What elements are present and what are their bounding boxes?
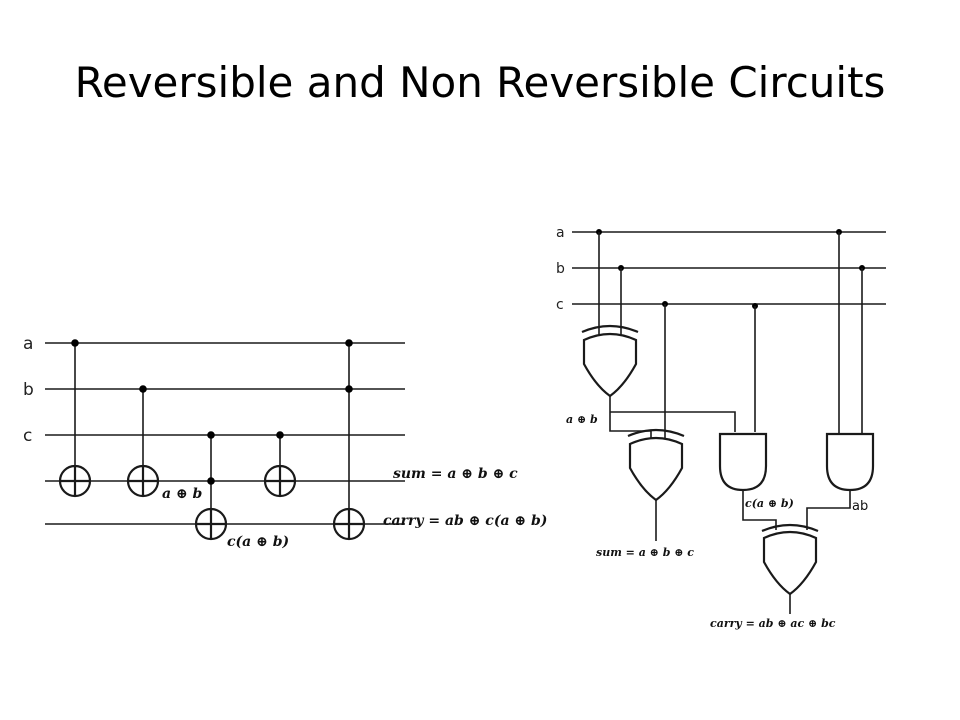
rev-intermediate-label-cab: c(a ⊕ b) xyxy=(227,534,289,550)
rev-cnot-gate-3 xyxy=(263,431,297,498)
control-dot xyxy=(207,477,215,485)
rev-toffoli-gate-1 xyxy=(194,431,228,541)
nr-label-c: c xyxy=(556,297,564,313)
nr-label-b: b xyxy=(556,261,565,277)
rev-toffoli-gate-2 xyxy=(332,339,366,541)
rev-sum-label: sum = a ⊕ b ⊕ c xyxy=(393,466,518,482)
nr-xor-gate-3 xyxy=(761,523,819,614)
nonreversible-circuit: a b c a ⊕ b xyxy=(556,225,886,630)
control-dot xyxy=(207,431,215,439)
nr-and1-output-label: c(a ⊕ b) xyxy=(745,497,794,510)
rev-carry-label: carry = ab ⊕ c(a ⊕ b) xyxy=(383,513,547,529)
control-dot xyxy=(139,385,147,393)
nr-and2-output-label: ab xyxy=(852,499,868,514)
nr-sum-label: sum = a ⊕ b ⊕ c xyxy=(596,546,694,559)
nr-xor-gate-1 xyxy=(581,232,639,412)
nr-xor-gate-2 xyxy=(627,304,685,541)
control-dot xyxy=(71,339,79,347)
nr-label-a: a xyxy=(556,225,565,241)
nr-xor1-output-label: a ⊕ b xyxy=(566,413,598,426)
control-dot xyxy=(345,385,353,393)
slide-title: Reversible and Non Reversible Circuits xyxy=(74,58,886,107)
rev-label-c: c xyxy=(23,426,32,446)
rev-intermediate-label-ab: a ⊕ b xyxy=(162,486,203,502)
control-dot xyxy=(345,339,353,347)
nr-and-gate-1 xyxy=(718,306,777,530)
rev-cnot-gate-2 xyxy=(126,385,160,498)
rev-cnot-gate-1 xyxy=(58,339,92,498)
control-dot xyxy=(276,431,284,439)
nr-and-gate-2 xyxy=(806,232,875,530)
reversible-circuit: a b c xyxy=(23,334,547,550)
nr-carry-label: carry = ab ⊕ ac ⊕ bc xyxy=(710,617,836,630)
rev-label-b: b xyxy=(23,380,34,400)
rev-label-a: a xyxy=(23,334,33,354)
